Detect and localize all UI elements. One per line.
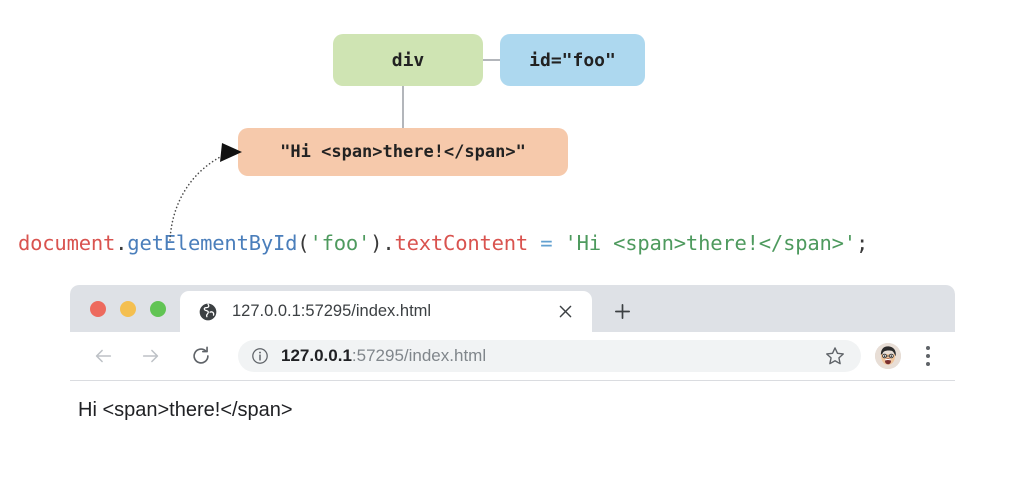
window-maximize-button[interactable] [150,301,166,317]
address-bar-url: 127.0.0.1:57295/index.html [281,346,815,366]
code-token-space-2 [552,231,564,255]
code-token-document: document [18,231,116,255]
code-token-value-string: 'Hi <span>there!</span>' [564,231,857,255]
window-minimize-button[interactable] [120,301,136,317]
three-dot-menu-icon[interactable] [917,343,939,369]
url-host: 127.0.0.1 [281,346,352,365]
arrow-right-icon[interactable] [136,341,166,371]
menu-dot-2 [926,354,930,358]
tab-close-icon[interactable] [552,299,578,325]
url-path: :57295/index.html [351,346,487,365]
code-token-foo-string: 'foo' [309,231,371,255]
browser-tab-strip: 127.0.0.1:57295/index.html [70,285,955,332]
star-icon[interactable] [823,344,847,368]
menu-dot-1 [926,346,930,350]
code-token-textcontent: textContent [394,231,529,255]
new-tab-icon[interactable] [608,297,636,325]
reload-icon[interactable] [186,341,216,371]
dom-node-attribute: id="foo" [500,34,645,86]
code-token-paren-open: ( [297,231,310,255]
connector-element-to-text [402,86,404,128]
address-bar[interactable]: 127.0.0.1:57295/index.html [238,340,861,372]
profile-avatar[interactable] [875,343,901,369]
dom-node-element: div [333,34,483,86]
code-token-getelementbyid: getElementById [127,231,298,255]
code-token-dot-2: . [382,231,395,255]
code-token-dot-1: . [115,231,128,255]
browser-toolbar: 127.0.0.1:57295/index.html [70,332,955,381]
globe-icon [199,303,217,320]
browser-window: 127.0.0.1:57295/index.html [70,285,955,480]
browser-tab-title: 127.0.0.1:57295/index.html [232,302,432,320]
browser-tab-active[interactable]: 127.0.0.1:57295/index.html [180,291,592,332]
window-traffic-lights [90,301,166,317]
menu-dot-3 [926,362,930,366]
code-snippet: document.getElementById('foo').textConte… [18,228,868,258]
info-circle-icon[interactable] [251,347,269,365]
code-token-semicolon: ; [855,231,869,255]
arrow-left-icon[interactable] [88,341,118,371]
code-token-space-1 [528,231,540,255]
dom-node-text: "Hi <span>there!</span>" [238,128,568,176]
window-close-button[interactable] [90,301,106,317]
page-body-text: Hi <span>there!</span> [78,399,293,421]
curved-pointer-arrow [169,143,242,241]
code-token-assign: = [540,231,553,255]
connector-element-to-attribute [483,59,501,61]
dom-tree-diagram: div id="foo" "Hi <span>there!</span>" [0,0,1034,241]
code-token-paren-close: ) [370,231,383,255]
page-viewport: Hi <span>there!</span> [70,381,955,480]
